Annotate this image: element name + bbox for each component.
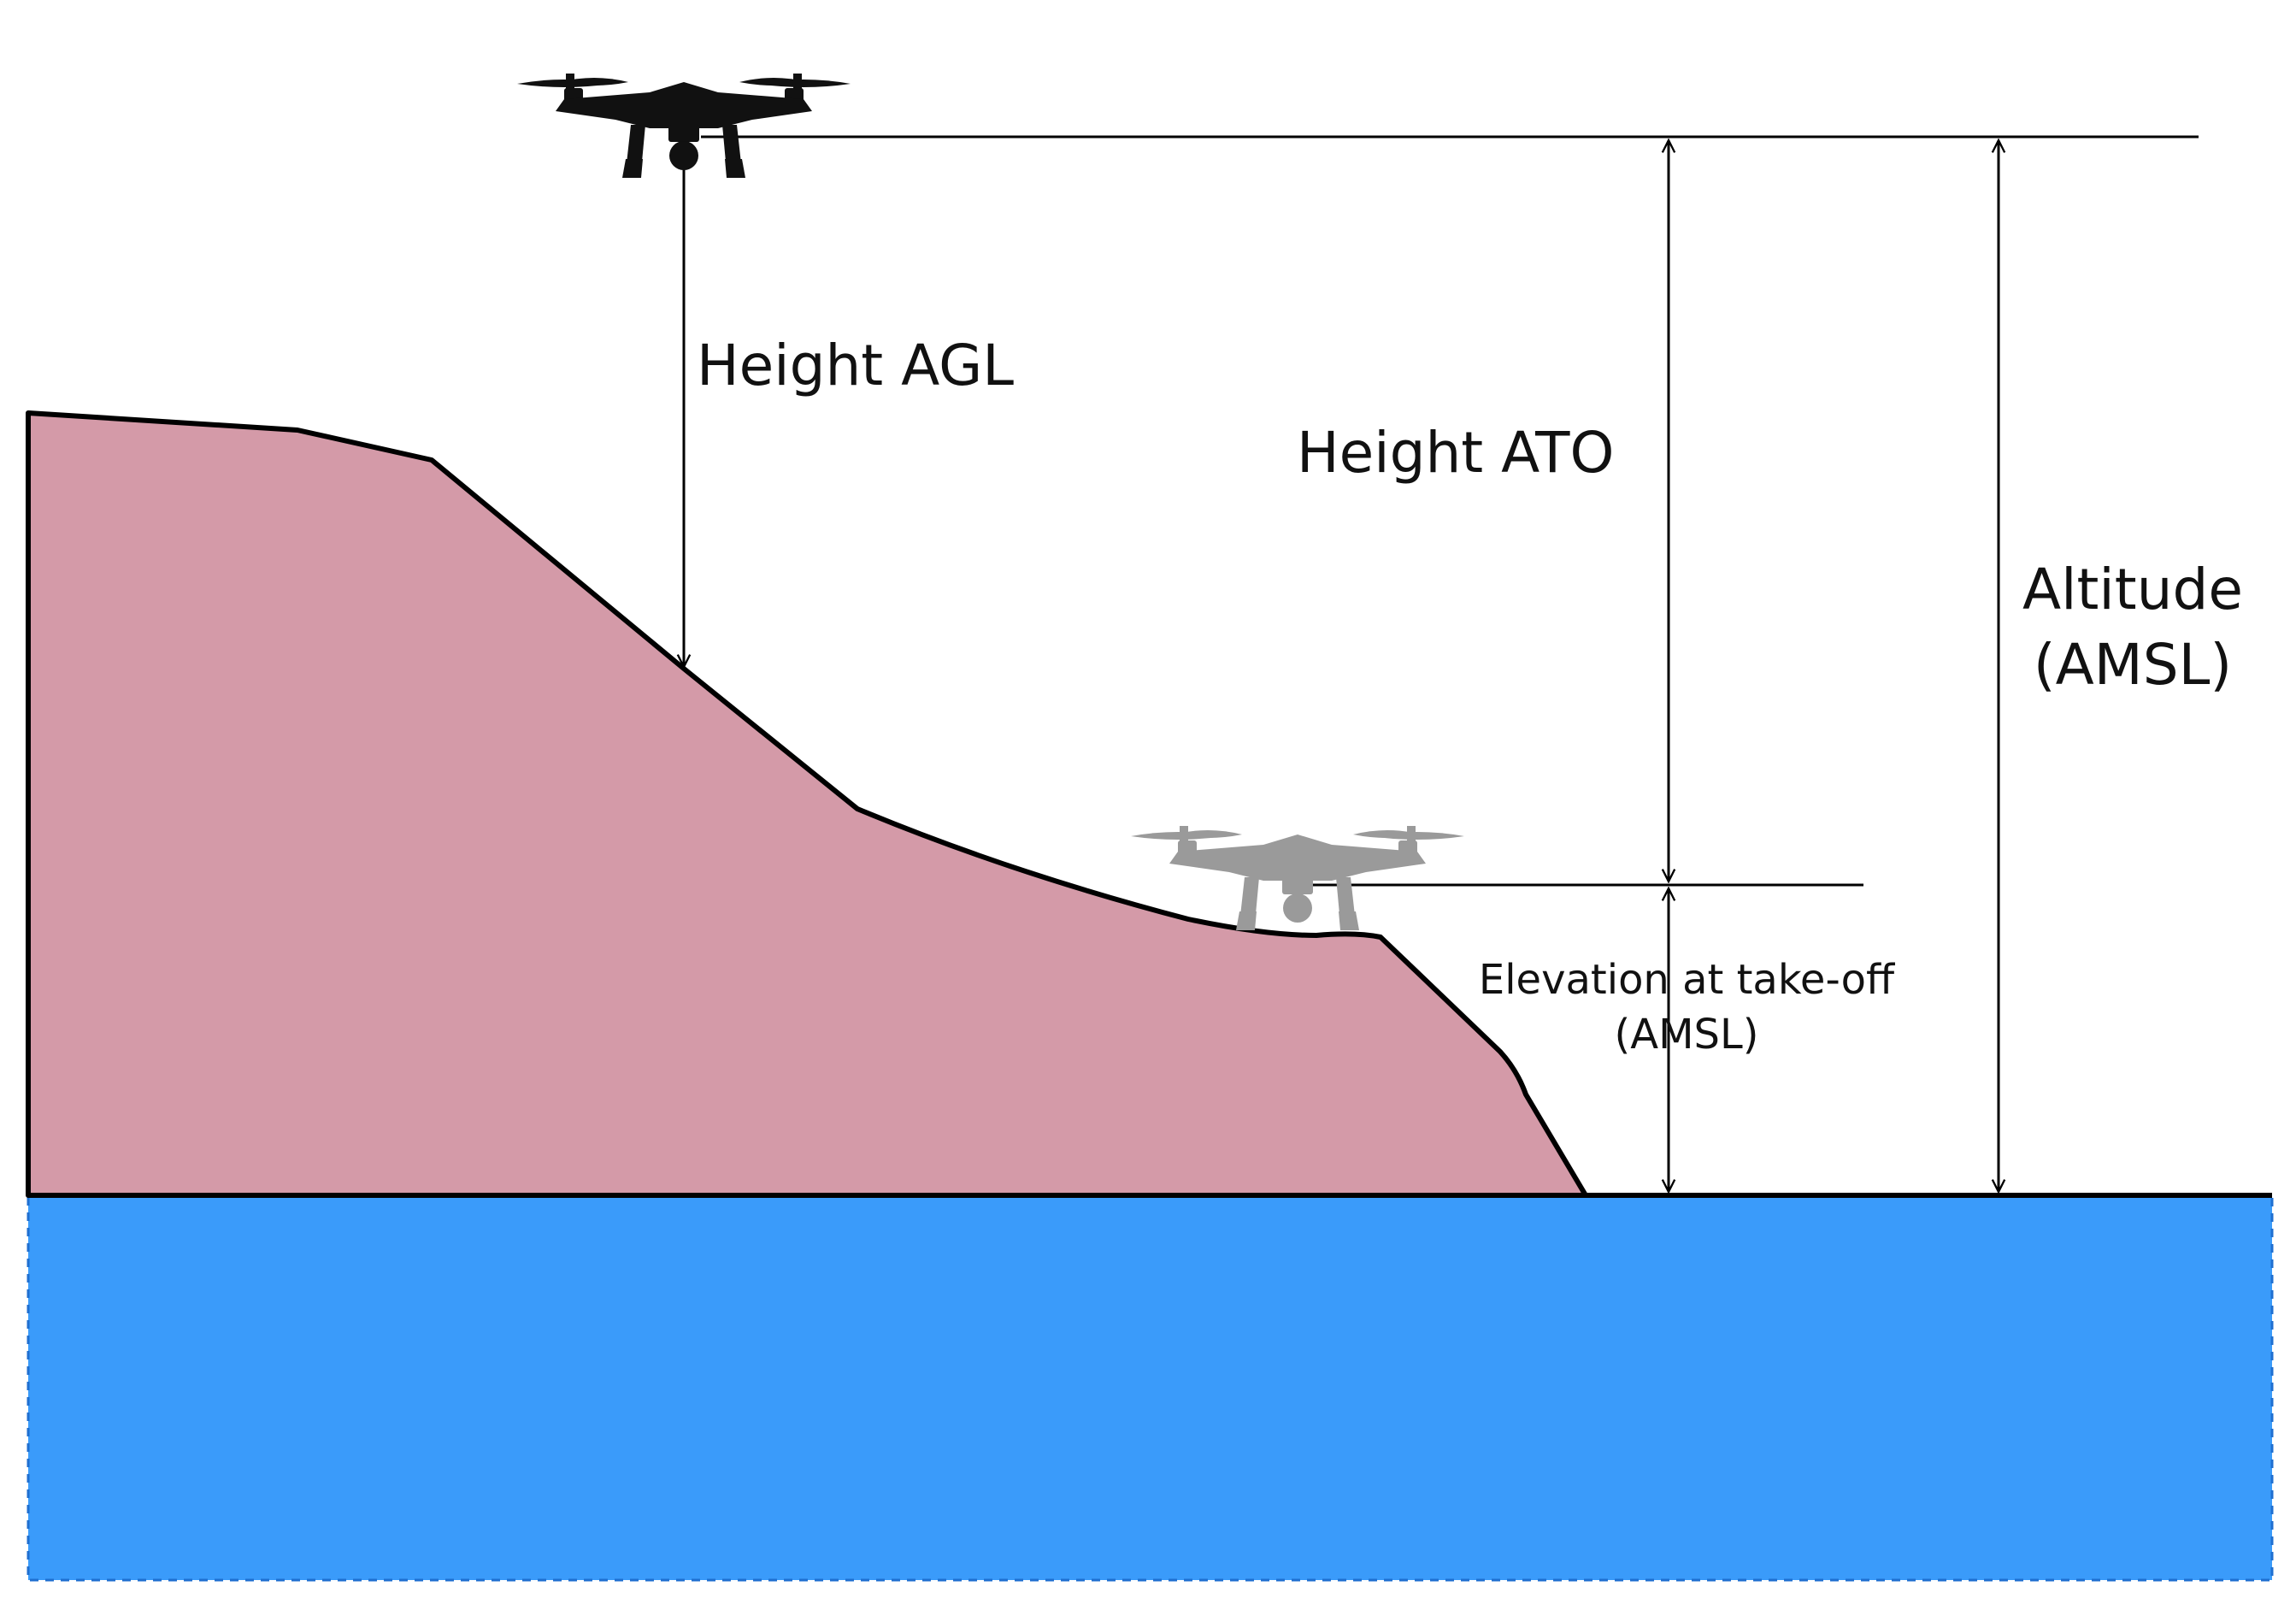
altitude-label-line2: (AMSL) bbox=[2034, 632, 2232, 698]
altitude-label-line1: Altitude bbox=[2022, 557, 2243, 622]
height-ato-label: Height ATO bbox=[1297, 420, 1614, 486]
height-agl-label: Height AGL bbox=[697, 333, 1014, 398]
elevation-label-line1: Elevation at take-off bbox=[1479, 956, 1895, 1004]
elevation-label-line2: (AMSL) bbox=[1615, 1011, 1759, 1059]
terrain-profile bbox=[26, 410, 1588, 1198]
sea-area bbox=[26, 1194, 2274, 1582]
quadcopter-drone-icon bbox=[517, 74, 851, 178]
